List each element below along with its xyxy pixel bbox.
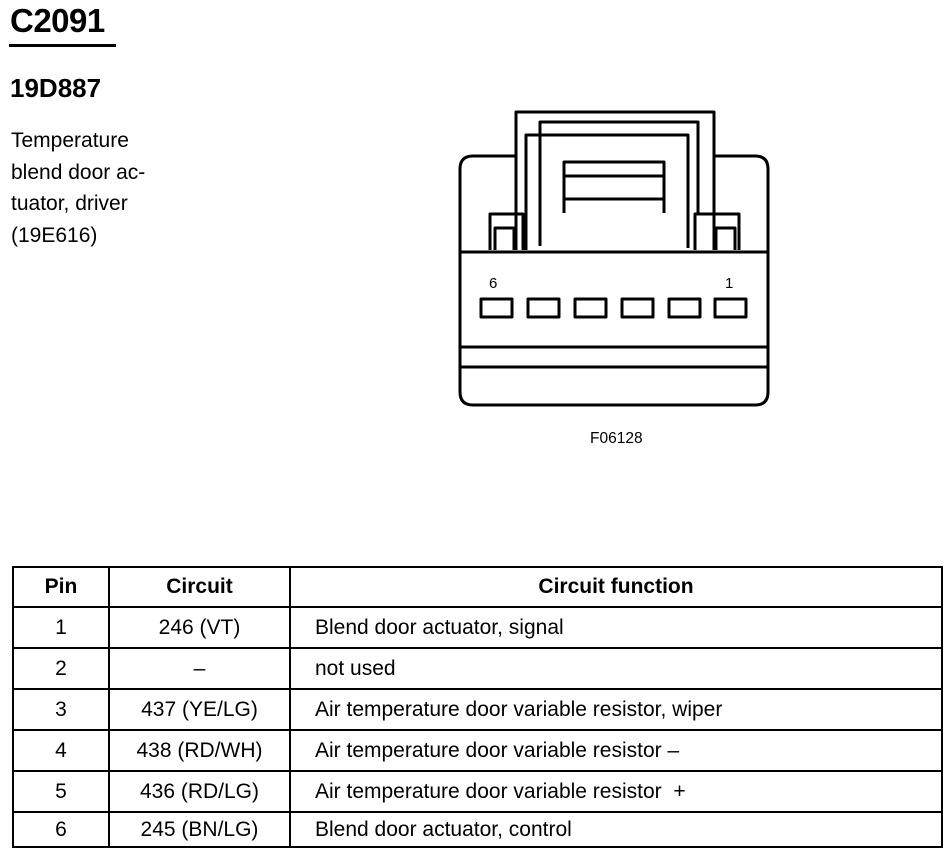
part-number: 19D887	[10, 73, 102, 103]
table-header-row: Pin Circuit Circuit function	[12, 566, 943, 608]
description-line: Temperature	[11, 129, 129, 152]
pin-cell: 5	[12, 770, 110, 813]
table-row: 4 438 (RD/WH) Air temperature door varia…	[12, 729, 943, 772]
table-row: 6 245 (BN/LG) Blend door actuator, contr…	[12, 811, 943, 848]
locking-tab-frame	[538, 120, 700, 246]
connector-housing-outline	[458, 110, 770, 407]
table-row: 1 246 (VT) Blend door actuator, signal	[12, 606, 943, 649]
pin-number-label: 1	[725, 275, 733, 292]
circuit-cell: 436 (RD/LG)	[108, 770, 291, 813]
locking-tab-outer	[514, 112, 716, 250]
right-corner-latch	[693, 212, 741, 250]
circuit-cell: 438 (RD/WH)	[108, 729, 291, 772]
left-corner-latch	[488, 212, 525, 250]
description-line: tuator, driver	[11, 192, 128, 215]
right-corner-latch-inner	[714, 226, 737, 250]
connector-face-diagram: 6 1	[458, 110, 770, 407]
circuit-cell: 246 (VT)	[108, 606, 291, 649]
function-cell: Air temperature door variable resistor +	[289, 770, 943, 813]
column-header-circuit: Circuit	[108, 566, 291, 608]
pin-cell: 6	[12, 811, 110, 848]
left-corner-latch-inner	[493, 226, 516, 250]
pin-cell: 2	[12, 647, 110, 690]
pin-cavity	[667, 297, 702, 319]
pin-cavity	[479, 297, 514, 319]
table-row: 5 436 (RD/LG) Air temperature door varia…	[12, 770, 943, 813]
pin-cavity	[526, 297, 561, 319]
pin-cavity	[573, 297, 608, 319]
pin-cavity	[620, 297, 655, 319]
figure-code: F06128	[590, 430, 643, 447]
circuit-cell: 245 (BN/LG)	[108, 811, 291, 848]
circuit-cell: 437 (YE/LG)	[108, 688, 291, 731]
function-cell: Air temperature door variable resistor –	[289, 729, 943, 772]
latch-body	[562, 160, 666, 213]
pin-cell: 3	[12, 688, 110, 731]
component-description: Temperature blend door ac- tuator, drive…	[11, 125, 181, 251]
table-row: 2 – not used	[12, 647, 943, 690]
description-line: (19E616)	[11, 223, 98, 247]
pinout-table: Pin Circuit Circuit function 1 246 (VT) …	[12, 566, 943, 848]
description-line: blend door ac-	[11, 160, 146, 184]
pin-cell: 1	[12, 606, 110, 649]
column-header-pin: Pin	[12, 566, 110, 608]
pin-cell: 4	[12, 729, 110, 772]
locking-tab-inner	[524, 133, 690, 250]
circuit-cell: –	[108, 647, 291, 690]
connector-id-underline	[9, 44, 116, 47]
pin-number-label: 6	[489, 275, 497, 292]
function-cell: Air temperature door variable resistor, …	[289, 688, 943, 731]
table-row: 3 437 (YE/LG) Air temperature door varia…	[12, 688, 943, 731]
function-cell: Blend door actuator, signal	[289, 606, 943, 649]
pin-cavity	[713, 297, 748, 319]
function-cell: Blend door actuator, control	[289, 811, 943, 848]
function-cell: not used	[289, 647, 943, 690]
connector-id: C2091	[10, 2, 105, 39]
column-header-function: Circuit function	[289, 566, 943, 608]
